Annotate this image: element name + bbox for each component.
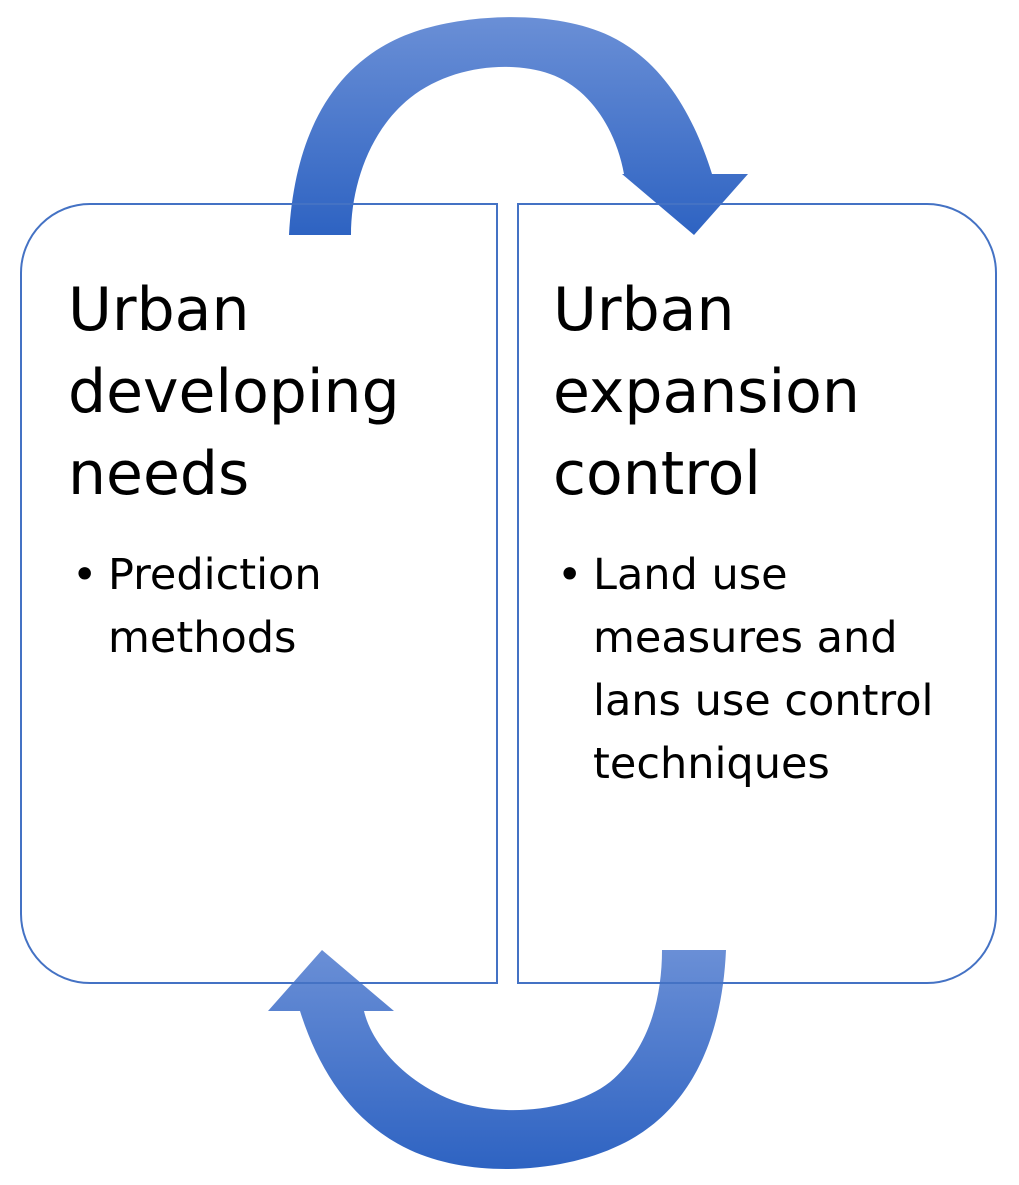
bullet-icon: •	[557, 550, 583, 600]
box-urban-expansion-control: Urban expansion control • Land use measu…	[517, 203, 997, 984]
bullet-list: • Prediction methods	[72, 544, 472, 670]
list-item: • Land use measures and lans use control…	[557, 544, 967, 796]
list-item: • Prediction methods	[72, 544, 472, 670]
bullet-icon: •	[72, 550, 98, 600]
list-item-text: Prediction methods	[108, 550, 322, 663]
bullet-list: • Land use measures and lans use control…	[557, 544, 967, 796]
curved-arrow-left-icon	[268, 950, 726, 1170]
box-title: Urban developing needs	[68, 275, 400, 509]
box-title: Urban expansion control	[553, 275, 860, 509]
box-urban-developing-needs: Urban developing needs • Prediction meth…	[20, 203, 498, 984]
list-item-text: Land use measures and lans use control t…	[593, 550, 934, 789]
curved-arrow-right-icon	[289, 17, 748, 235]
